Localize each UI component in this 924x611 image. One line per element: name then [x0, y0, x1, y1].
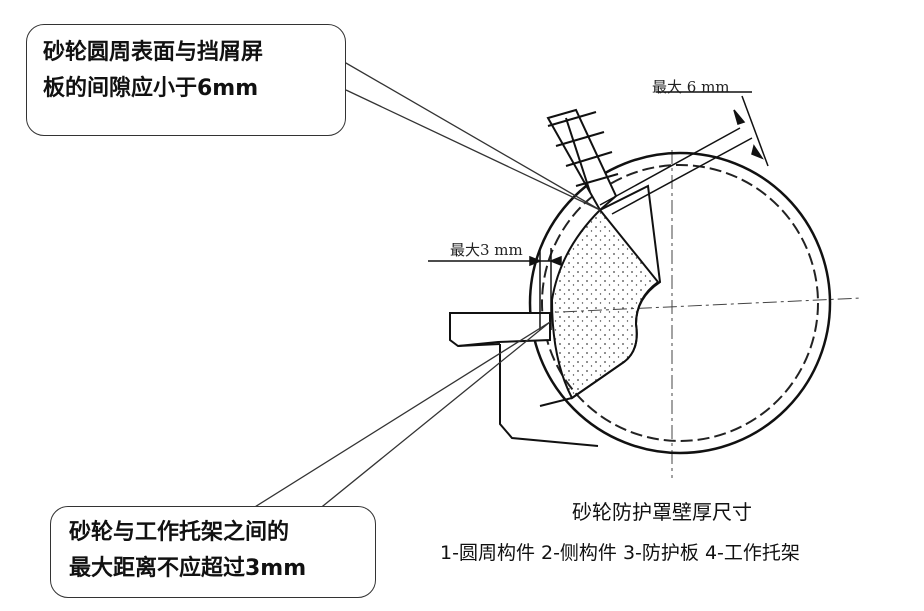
dimension-label-6mm: 最大 6 mm	[652, 78, 730, 96]
callout-distance-3mm: 砂轮与工作托架之间的 最大距离不应超过3mm	[50, 506, 376, 598]
callout-top-line2: 板的间隙应小于6mm	[43, 76, 259, 101]
callout-bottom-line2: 最大距离不应超过3mm	[69, 556, 307, 581]
callout-top-line1: 砂轮圆周表面与挡屑屏	[43, 40, 264, 65]
dimension-6mm-lines	[599, 91, 769, 215]
wheel-dashed-circle	[541, 164, 819, 442]
grinding-wheel-sector	[550, 208, 660, 400]
callout-gap-6mm: 砂轮圆周表面与挡屑屏 板的间隙应小于6mm	[26, 24, 346, 136]
chip-deflector-plate	[546, 108, 619, 212]
work-rest	[449, 312, 551, 348]
figure-caption-title: 砂轮防护罩壁厚尺寸	[572, 500, 752, 524]
side-member	[539, 184, 662, 407]
work-rest-bracket	[499, 344, 599, 447]
callout-leaders	[249, 47, 601, 511]
dimension-label-3mm: 最大3 mm	[450, 241, 523, 259]
dimension-3mm-lines	[428, 248, 562, 330]
guard-outer-circle	[528, 151, 832, 455]
figure-caption-legend: 1-圆周构件 2-侧构件 3-防护板 4-工作托架	[440, 542, 800, 564]
callout-bottom-line1: 砂轮与工作托架之间的	[69, 520, 290, 545]
